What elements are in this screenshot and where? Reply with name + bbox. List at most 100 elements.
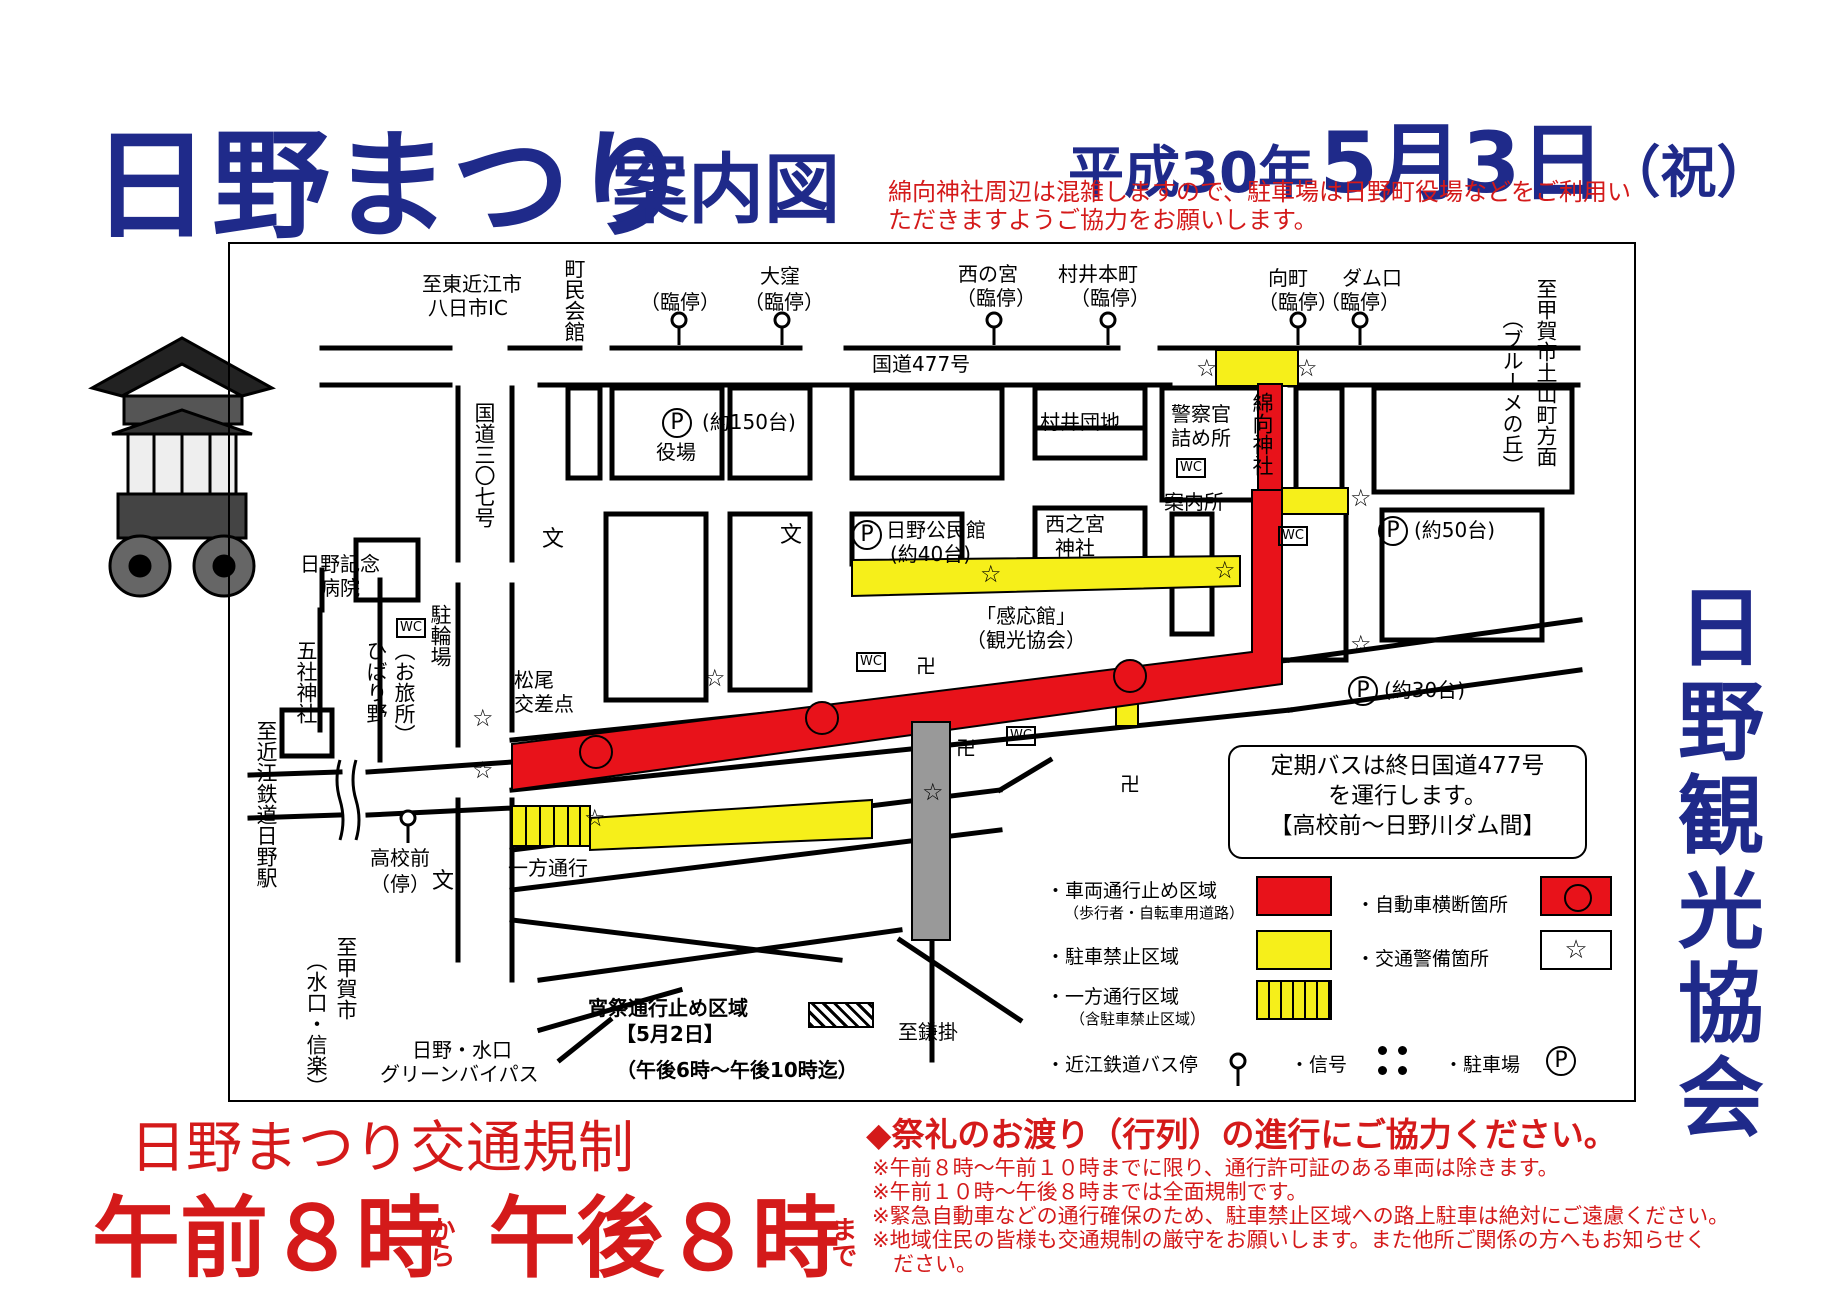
- legend-oneway: ・一方通行区域: [1046, 986, 1180, 1008]
- temple-icon: 卍: [916, 654, 936, 678]
- guard-star-icon: ☆: [472, 756, 494, 784]
- guard-star-icon: ☆: [472, 704, 494, 732]
- label-parking-30: (約30台): [1384, 678, 1466, 702]
- legend-no-parking-swatch: [1256, 930, 1332, 970]
- label-kosaten: 交差点: [514, 692, 574, 716]
- label-rinji-3: （臨停）: [956, 286, 1036, 310]
- label-yoimatsuri-3: （午後6時～午後10時迄）: [616, 1058, 858, 1082]
- school-icon: 文: [432, 869, 455, 894]
- regulation-start: 午前８時: [92, 1187, 445, 1290]
- label-parking-50: (約50台): [1414, 518, 1496, 542]
- note-item: ださい。: [872, 1252, 977, 1276]
- regulation-title: 日野まつり交通規制: [130, 1116, 634, 1181]
- legend-parking-icon: P: [1546, 1046, 1576, 1076]
- label-minakuchi-shigaraki: （水口・信楽）: [304, 950, 328, 1097]
- legend-oneway-swatch: [1256, 980, 1332, 1020]
- legend-guard: ・交通警備箇所: [1356, 948, 1490, 970]
- label-yokaichi-ic: 八日市IC: [428, 296, 508, 320]
- school-icon: 文: [780, 523, 803, 548]
- label-matsuo: 松尾: [514, 668, 554, 692]
- label-rinji-5: （臨停）: [1258, 290, 1338, 314]
- note-item: ※緊急自動車などの通行確保のため、駐車禁止区域への路上駐車は絶対にご遠慮ください…: [872, 1204, 1730, 1228]
- label-blume: （ブルーメの丘）: [1500, 308, 1524, 476]
- date-year-unit: 年: [1257, 141, 1314, 206]
- label-parking-150: (約150台): [702, 410, 796, 434]
- label-damuguchi: ダム口: [1342, 266, 1402, 290]
- request-title: ◆祭礼のお渡り（行列）の進行にご協力ください。: [866, 1115, 1617, 1154]
- yoimatsuri-swatch: [808, 1002, 874, 1028]
- label-kamakake: 至鎌掛: [898, 1020, 958, 1044]
- legend-crossing-swatch: [1540, 876, 1612, 916]
- parking-icon-30: P: [1348, 676, 1378, 706]
- event-date: 平成30年 5月3日（祝）: [1068, 96, 1772, 217]
- label-nishinomiya: 西の宮: [958, 262, 1018, 286]
- label-goshajinja: 五社神社: [294, 640, 318, 724]
- label-otabisho: （お旅所）: [392, 640, 416, 745]
- regulation-from: から: [425, 1216, 455, 1268]
- regulation-end: 午後８時: [488, 1187, 841, 1290]
- temple-icon: 卍: [956, 736, 976, 760]
- label-hibarino: ひばり野: [364, 640, 388, 724]
- guard-star-icon: ☆: [1350, 630, 1372, 658]
- label-parking-40: (約40台): [890, 542, 972, 566]
- parking-icon-50: P: [1378, 516, 1408, 546]
- date-year: 30: [1180, 141, 1258, 206]
- toilet-icon: WC: [1176, 458, 1206, 478]
- label-nishinomiya-jinja: 西之宮神社: [1045, 512, 1105, 560]
- date-day: 3: [1461, 114, 1521, 212]
- label-churinjo: 駐輪場: [428, 604, 452, 667]
- guard-star-icon: ☆: [922, 778, 944, 806]
- map-area: [228, 242, 1636, 1102]
- guard-star-icon: ☆: [584, 804, 606, 832]
- legend-closed-swatch: [1256, 876, 1332, 916]
- label-annaijo: 案内所: [1164, 490, 1224, 514]
- date-month-unit: 月: [1377, 114, 1462, 212]
- label-tei: （停）: [370, 872, 430, 896]
- date-day-unit: 日: [1520, 114, 1605, 212]
- bus-note: 定期バスは終日国道477号 を運行します。 【高校前～日野川ダム間】: [1228, 745, 1587, 859]
- toilet-icon: WC: [1278, 526, 1308, 546]
- association-name: 日野観光協会: [1678, 579, 1764, 1149]
- label-koka-tsuchiyama: 至甲賀市土山町方面: [1534, 278, 1558, 467]
- label-kannokan: 「感応館」: [976, 604, 1076, 628]
- label-rinji-6: （臨停）: [1320, 290, 1400, 314]
- school-icon: 文: [542, 527, 565, 552]
- label-murai-honmachi: 村井本町: [1058, 262, 1138, 286]
- label-rinji-2: （臨停）: [744, 290, 824, 314]
- legend-crossing: ・自動車横断箇所: [1356, 894, 1509, 916]
- legend-signal: ・信号: [1290, 1054, 1348, 1076]
- temple-icon: 卍: [1120, 772, 1140, 796]
- label-bypass-2: グリーンバイパス: [380, 1062, 539, 1086]
- label-rinji-1: （臨停）: [640, 290, 720, 314]
- notice-line-1: 綿向神社周辺は混雑しますので、駐車場は日野町役場などをご利用い: [888, 178, 1632, 206]
- guard-star-icon: ☆: [1214, 556, 1236, 584]
- parking-icon-yakuba: P: [662, 408, 692, 438]
- guard-star-icon: ☆: [704, 664, 726, 692]
- label-rinji-4: （臨停）: [1070, 286, 1150, 310]
- guard-star-icon: ☆: [980, 560, 1002, 588]
- label-mukaimachi: 向町: [1268, 266, 1308, 290]
- label-ippo: 一方通行: [508, 856, 588, 880]
- date-holiday: （祝）: [1604, 141, 1773, 206]
- legend-no-parking: ・駐車禁止区域: [1046, 946, 1180, 968]
- label-koka-minakuchi: 至甲賀市: [334, 936, 358, 1020]
- notice-line-2: ただきますようご協力をお願いします。: [888, 206, 1318, 234]
- bus-note-line-2: を運行します。: [1328, 783, 1487, 809]
- toilet-icon: WC: [856, 652, 886, 672]
- label-omi-station: 至近江鉄道日野駅: [254, 720, 278, 888]
- toilet-icon: WC: [1006, 726, 1036, 746]
- note-item: ※午前１０時～午後８時までは全面規制です。: [872, 1180, 1308, 1204]
- label-higashiomi: 至東近江市: [422, 272, 522, 296]
- legend-closed-sub: （歩行者・自転車用道路）: [1064, 904, 1245, 922]
- page-title: 日野まつり: [92, 117, 693, 255]
- label-chomin: 町民会館: [562, 258, 586, 342]
- label-okubo: 大窪: [760, 264, 800, 288]
- label-yoimatsuri-1: 宵祭通行止め区域: [588, 996, 748, 1020]
- date-era: 平成: [1068, 141, 1180, 206]
- guard-star-icon: ☆: [1296, 354, 1318, 382]
- bus-note-line-3: 【高校前～日野川ダム間】: [1269, 813, 1546, 839]
- parking-notice: 綿向神社周辺は混雑しますので、駐車場は日野町役場などをご利用い ただきますようご…: [888, 178, 1788, 234]
- legend-guard-swatch: ☆: [1540, 930, 1612, 970]
- page-subtitle: 案内図: [612, 145, 840, 234]
